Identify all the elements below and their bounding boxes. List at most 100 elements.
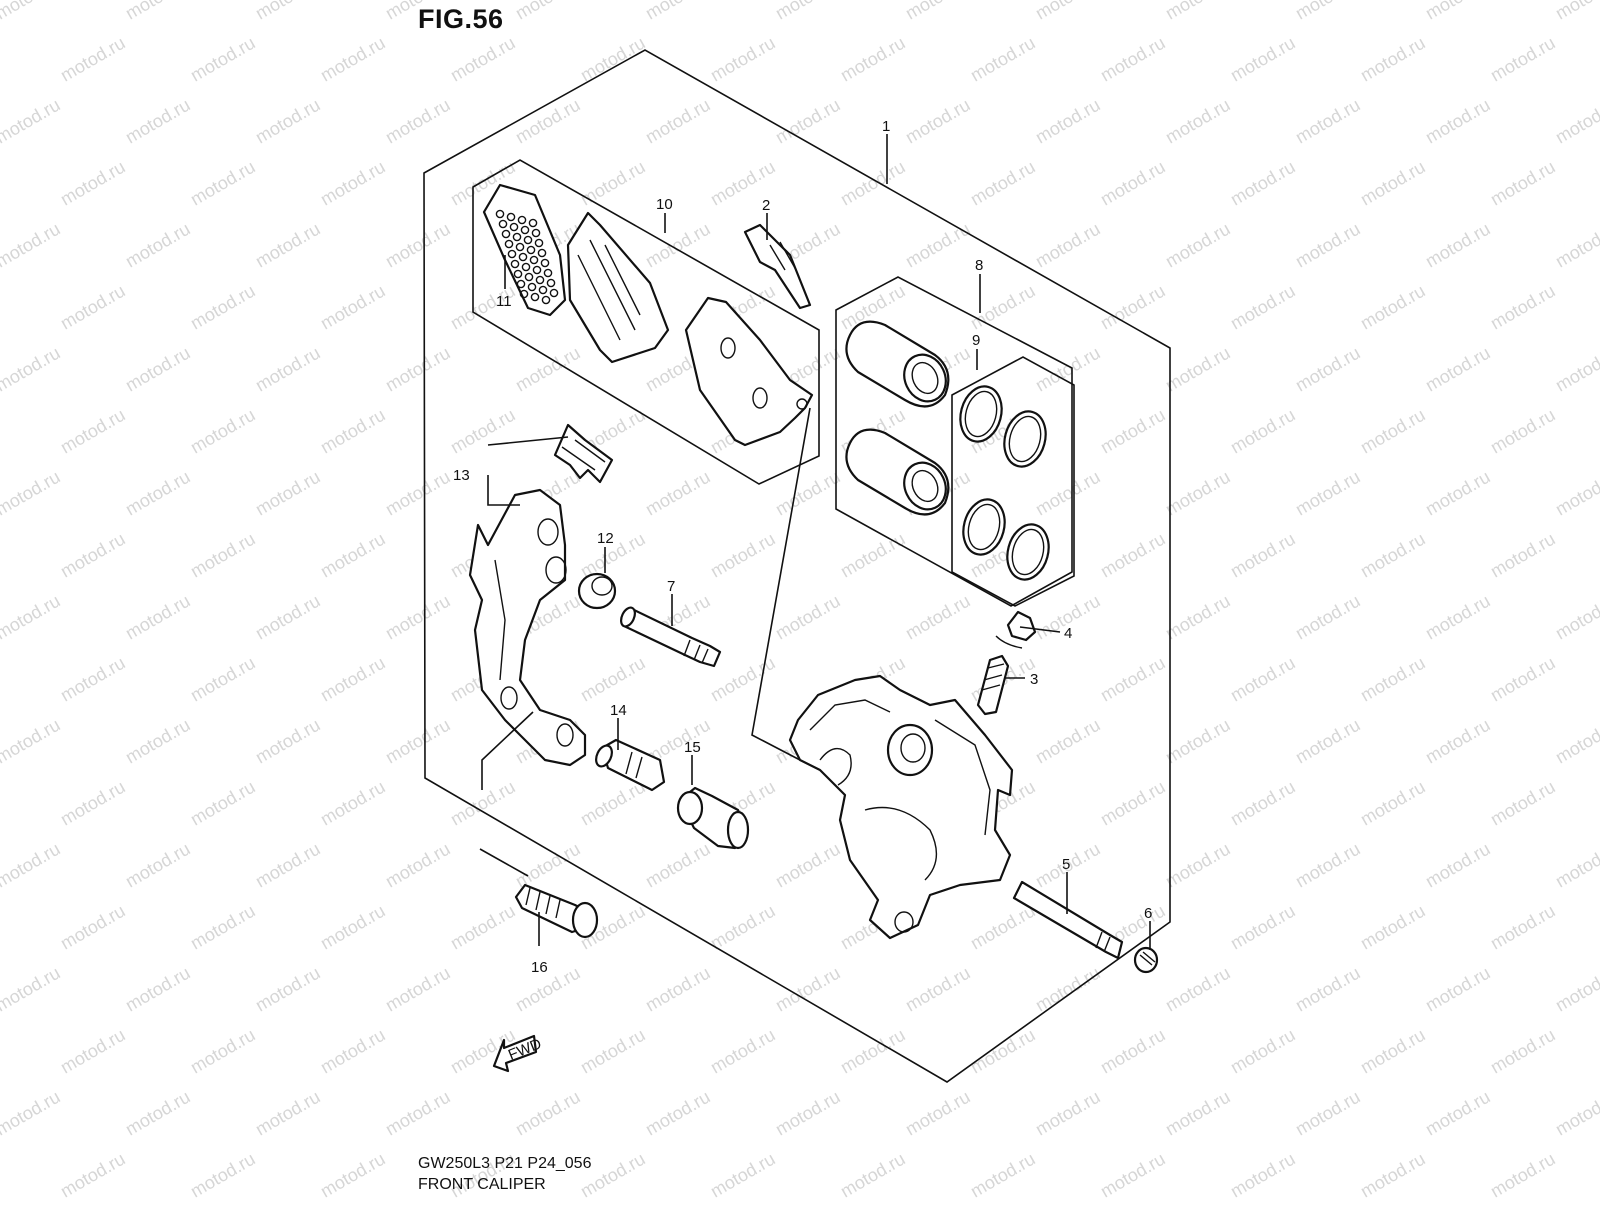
watermark-text: motod.ru bbox=[1292, 591, 1364, 644]
watermark-text: motod.ru bbox=[1552, 963, 1600, 1016]
watermark-text: motod.ru bbox=[1227, 33, 1299, 86]
shim-hole bbox=[517, 215, 527, 225]
callout-1: 1 bbox=[882, 118, 890, 135]
watermark-text: motod.ru bbox=[57, 1149, 129, 1200]
callout-2: 2 bbox=[762, 197, 770, 214]
watermark-text: motod.ru bbox=[1357, 33, 1429, 86]
watermark-text: motod.ru bbox=[252, 1087, 324, 1140]
shim-hole bbox=[531, 228, 541, 238]
watermark-text: motod.ru bbox=[382, 963, 454, 1016]
watermark-text: motod.ru bbox=[1032, 1087, 1104, 1140]
shim-hole bbox=[534, 238, 544, 248]
caliper-bracket bbox=[468, 488, 587, 767]
figure-title: FIG.56 bbox=[418, 4, 504, 34]
watermark-text: motod.ru bbox=[707, 901, 779, 954]
watermark-text: motod.ru bbox=[1487, 653, 1559, 706]
shim-hole bbox=[504, 239, 514, 249]
watermark-text: motod.ru bbox=[707, 1025, 779, 1078]
watermark-text: motod.ru bbox=[382, 467, 454, 520]
watermark-text: motod.ru bbox=[772, 591, 844, 644]
shim-hole bbox=[535, 275, 545, 285]
watermark-text: motod.ru bbox=[1292, 715, 1364, 768]
watermark-text: motod.ru bbox=[252, 467, 324, 520]
watermark-text: motod.ru bbox=[1097, 653, 1169, 706]
caliper-bracket-spring bbox=[553, 423, 614, 484]
watermark-text: motod.ru bbox=[1487, 33, 1559, 86]
watermark-text: motod.ru bbox=[0, 0, 64, 23]
watermark-text: motod.ru bbox=[122, 0, 194, 23]
watermark-text: motod.ru bbox=[1227, 653, 1299, 706]
callout-5: 5 bbox=[1062, 856, 1070, 873]
watermark-text: motod.ru bbox=[1487, 1149, 1559, 1200]
shim-hole bbox=[507, 249, 517, 259]
model-code: GW250L3 P21 P24_056 bbox=[418, 1155, 592, 1172]
shim-hole bbox=[530, 292, 540, 302]
watermark-text: motod.ru bbox=[0, 219, 64, 272]
callout-labels: 1 2 3 4 5 6 7 8 9 10 11 12 13 14 15 16 bbox=[453, 118, 1152, 976]
piston-seals bbox=[959, 385, 1050, 581]
watermark-text: motod.ru bbox=[1422, 219, 1494, 272]
watermark-text: motod.ru bbox=[642, 0, 714, 23]
watermark-text: motod.ru bbox=[1487, 777, 1559, 830]
shim-hole bbox=[520, 225, 530, 235]
watermark-text: motod.ru bbox=[837, 529, 909, 582]
watermark-text: motod.ru bbox=[1487, 157, 1559, 210]
callout-8: 8 bbox=[975, 257, 983, 274]
watermark-text: motod.ru bbox=[512, 343, 584, 396]
watermark-text: motod.ru bbox=[1357, 1025, 1429, 1078]
watermark-text: motod.ru bbox=[187, 281, 259, 334]
watermark-text: motod.ru bbox=[1032, 95, 1104, 148]
watermark-text: motod.ru bbox=[772, 95, 844, 148]
watermark-text: motod.ru bbox=[1357, 529, 1429, 582]
watermark-text: motod.ru bbox=[1227, 901, 1299, 954]
shim-hole bbox=[510, 259, 520, 269]
watermark-text: motod.ru bbox=[837, 1025, 909, 1078]
watermark-text: motod.ru bbox=[577, 157, 649, 210]
watermark-text: motod.ru bbox=[1097, 777, 1169, 830]
watermark-text: motod.ru bbox=[1227, 1025, 1299, 1078]
shim-hole bbox=[495, 209, 505, 219]
bleeder-valve bbox=[976, 654, 1010, 716]
watermark-text: motod.ru bbox=[967, 33, 1039, 86]
shim-hole bbox=[529, 255, 539, 265]
watermark-text: motod.ru bbox=[57, 653, 129, 706]
watermark-text: motod.ru bbox=[1422, 715, 1494, 768]
shim-hole bbox=[501, 229, 511, 239]
watermark-text: motod.ru bbox=[1357, 405, 1429, 458]
watermark-text: motod.ru bbox=[1422, 95, 1494, 148]
brake-pad-outer bbox=[684, 296, 814, 447]
watermark-text: motod.ru bbox=[1422, 963, 1494, 1016]
watermark-text: motod.ru bbox=[1162, 1087, 1234, 1140]
watermark-text: motod.ru bbox=[1487, 281, 1559, 334]
watermark-text: motod.ru bbox=[1552, 0, 1600, 23]
watermark-text: motod.ru bbox=[772, 467, 844, 520]
watermark-text: motod.ru bbox=[0, 963, 64, 1016]
brake-pad-inner bbox=[566, 211, 670, 364]
seal-set-outline bbox=[951, 356, 1075, 607]
watermark-text: motod.ru bbox=[1552, 219, 1600, 272]
watermark-text: motod.ru bbox=[1552, 591, 1600, 644]
watermark-text: motod.ru bbox=[512, 95, 584, 148]
watermark-text: motod.ru bbox=[1032, 715, 1104, 768]
watermark-text: motod.ru bbox=[1227, 405, 1299, 458]
leader-lines bbox=[479, 134, 1151, 950]
watermark-text: motod.ru bbox=[1162, 963, 1234, 1016]
watermark-text: motod.ru bbox=[642, 95, 714, 148]
piston-set-outline bbox=[835, 276, 1073, 607]
watermark-text: motod.ru bbox=[0, 1087, 64, 1140]
watermark-text: motod.ru bbox=[1227, 157, 1299, 210]
watermark-text: motod.ru bbox=[382, 219, 454, 272]
watermark-text: motod.ru bbox=[967, 1149, 1039, 1200]
watermark-text: motod.ru bbox=[512, 1087, 584, 1140]
watermark-text: motod.ru bbox=[1032, 343, 1104, 396]
watermark-text: motod.ru bbox=[1162, 219, 1234, 272]
watermark-text: motod.ru bbox=[187, 1149, 259, 1200]
watermark-text: motod.ru bbox=[1162, 715, 1234, 768]
watermark-text: motod.ru bbox=[252, 715, 324, 768]
callout-7: 7 bbox=[667, 578, 675, 595]
watermark-text: motod.ru bbox=[1162, 0, 1234, 23]
watermark-text: motod.ru bbox=[0, 591, 64, 644]
watermark-text: motod.ru bbox=[1227, 777, 1299, 830]
watermark-text: motod.ru bbox=[1292, 1087, 1364, 1140]
